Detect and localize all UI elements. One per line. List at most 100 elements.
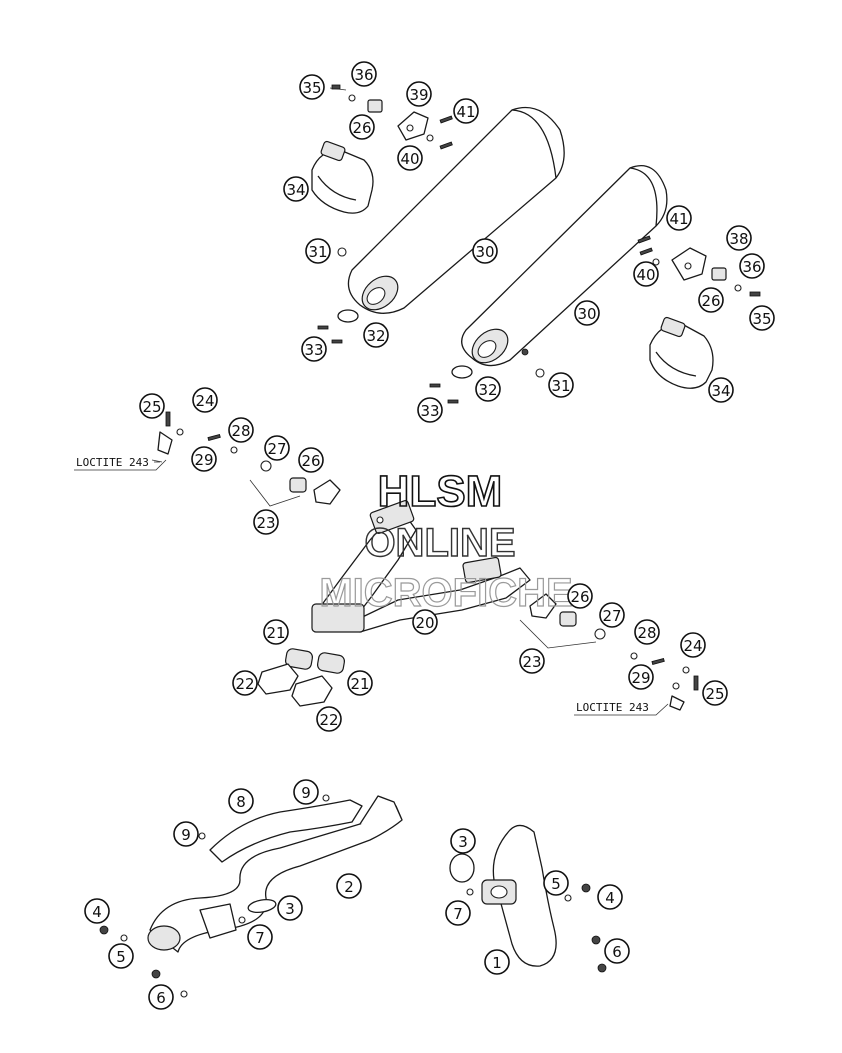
callout-number: 25	[142, 398, 161, 416]
callout-circle	[148, 984, 174, 1010]
callout-circle	[634, 619, 660, 645]
callout-circle	[453, 98, 479, 124]
callout-21: 21	[347, 670, 373, 696]
callout-27: 27	[599, 602, 625, 628]
callout-circle	[475, 376, 501, 402]
callout-number: 26	[701, 292, 720, 310]
callout-circle	[363, 322, 389, 348]
callout-28: 28	[634, 619, 660, 645]
callout-number: 35	[752, 310, 771, 328]
callout-23: 23	[253, 509, 279, 535]
callout-number: 32	[366, 327, 385, 345]
callout-number: 41	[456, 103, 475, 121]
callout-circle	[397, 145, 423, 171]
callout-circle	[666, 205, 692, 231]
callout-31: 31	[305, 238, 331, 264]
callout-3: 3	[277, 895, 303, 921]
callout-number: 40	[400, 150, 419, 168]
callout-40: 40	[633, 261, 659, 287]
callout-circle	[739, 253, 765, 279]
callout-circle	[301, 336, 327, 362]
callout-circle	[283, 176, 309, 202]
callout-number: 22	[319, 711, 338, 729]
callout-35: 35	[299, 74, 325, 100]
callout-7: 7	[445, 900, 471, 926]
callout-number: 38	[729, 230, 748, 248]
note-text: LOCTITE 243	[576, 701, 649, 714]
callout-circle	[192, 387, 218, 413]
callout-21: 21	[263, 619, 289, 645]
callout-circle	[263, 619, 289, 645]
callout-number: 31	[551, 377, 570, 395]
hardware-lower-left	[99, 794, 330, 998]
callout-3: 3	[450, 828, 476, 854]
callout-circle	[417, 397, 443, 423]
callout-number: 24	[683, 637, 702, 655]
callout-26: 26	[349, 114, 375, 140]
callout-22: 22	[316, 706, 342, 732]
callout-9: 9	[173, 821, 199, 847]
callout-number: 29	[631, 669, 650, 687]
note-text: LOCTITE 243	[76, 456, 149, 469]
exhaust-pipe-2	[147, 795, 403, 953]
silencer-right	[461, 164, 668, 367]
callout-circle	[264, 435, 290, 461]
heat-shield-8	[209, 799, 363, 863]
callout-circle	[548, 372, 574, 398]
callout-number: 6	[612, 943, 622, 961]
callout-29: 29	[628, 664, 654, 690]
watermark-line3: MICROFICHE	[319, 571, 572, 615]
callout-number: 29	[194, 451, 213, 469]
callout-number: 5	[116, 948, 126, 966]
callout-circle	[702, 680, 728, 706]
callout-number: 30	[475, 243, 494, 261]
callout-circle	[84, 898, 110, 924]
callout-number: 25	[705, 685, 724, 703]
callout-29: 29	[191, 446, 217, 472]
callout-number: 34	[711, 382, 730, 400]
callout-number: 31	[308, 243, 327, 261]
callout-circle	[484, 949, 510, 975]
callout-24: 24	[680, 632, 706, 658]
callout-circle	[139, 393, 165, 419]
callout-number: 21	[266, 624, 285, 642]
callout-circle	[253, 509, 279, 535]
callout-9: 9	[293, 779, 319, 805]
callout-8: 8	[228, 788, 254, 814]
callout-circle	[173, 821, 199, 847]
loctite-note-left: LOCTITE 243	[74, 456, 167, 471]
callout-number: 26	[301, 452, 320, 470]
callout-number: 7	[255, 929, 265, 947]
callout-circle	[305, 238, 331, 264]
callout-circle	[347, 670, 373, 696]
callout-circle	[708, 377, 734, 403]
callout-26: 26	[298, 447, 324, 473]
callout-number: 35	[302, 79, 321, 97]
callout-4: 4	[84, 898, 110, 924]
callout-number: 9	[181, 826, 191, 844]
callout-5: 5	[543, 870, 569, 896]
loctite-note-right: LOCTITE 243	[574, 701, 669, 716]
callout-number: 27	[602, 607, 621, 625]
callout-number: 24	[195, 392, 214, 410]
callout-circle	[293, 779, 319, 805]
watermark-line1: HLSM	[378, 467, 503, 516]
callout-number: 5	[551, 875, 561, 893]
callout-number: 33	[304, 341, 323, 359]
callout-26: 26	[698, 287, 724, 313]
callout-2: 2	[336, 873, 362, 899]
callout-number: 36	[354, 66, 373, 84]
callout-36: 36	[739, 253, 765, 279]
callout-circle	[406, 81, 432, 107]
callout-circle	[247, 924, 273, 950]
callout-number: 4	[605, 889, 615, 907]
callout-circle	[599, 602, 625, 628]
callout-circle	[628, 664, 654, 690]
callout-circle	[108, 943, 134, 969]
callout-26: 26	[567, 583, 593, 609]
callout-35: 35	[749, 305, 775, 331]
bracket-38	[671, 247, 707, 281]
callout-33: 33	[417, 397, 443, 423]
callout-27: 27	[264, 435, 290, 461]
callout-30: 30	[472, 238, 498, 264]
